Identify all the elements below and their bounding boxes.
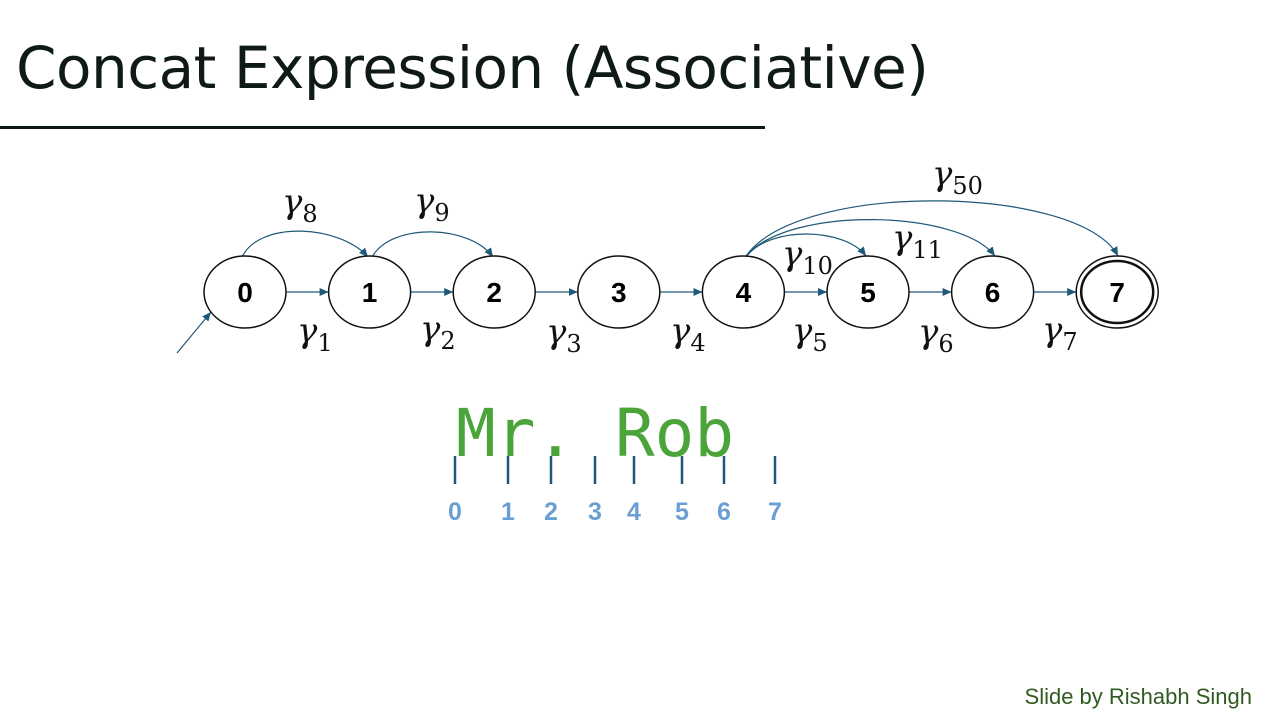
state-circle [826, 255, 910, 329]
state-label: 1 [362, 277, 378, 308]
state-3: 3 [577, 255, 661, 329]
edge-label-gamma-8: γ8 [282, 182, 318, 228]
slide-credit: Slide by Rishabh Singh [1024, 684, 1252, 709]
state-label: 0 [237, 277, 253, 308]
position-label-7: 7 [768, 498, 782, 526]
position-label-4: 4 [627, 498, 641, 526]
position-label-3: 3 [588, 498, 602, 526]
state-2: 2 [452, 255, 536, 329]
edge-label-gamma-2: γ2 [420, 309, 456, 355]
edge-label-gamma-9: γ9 [414, 181, 450, 227]
position-label-5: 5 [675, 498, 689, 526]
edge-label-gamma-50: γ50 [932, 154, 983, 200]
state-6: 6 [950, 255, 1035, 329]
position-label-6: 6 [717, 498, 731, 526]
edge-label-gamma-3: γ3 [546, 312, 582, 358]
state-4: 4 [701, 255, 786, 329]
state-7: 7 [1075, 255, 1159, 329]
edge-label-gamma-11: γ11 [892, 218, 943, 264]
edge-label-gamma-6: γ6 [918, 312, 954, 358]
accept-ring [1079, 259, 1155, 325]
edge-label-gamma-10: γ10 [782, 234, 833, 280]
state-label: 5 [860, 277, 876, 308]
state-circle [452, 255, 536, 329]
edge-label-gamma-4: γ4 [670, 311, 706, 357]
state-5: 5 [826, 255, 910, 329]
state-1: 1 [327, 255, 412, 329]
edge-label-gamma-5: γ5 [792, 311, 828, 357]
arc-edge-4-7 [745, 200, 1119, 257]
states-layer: 0 1 2 3 4 5 6 7 [203, 255, 1159, 329]
position-label-2: 2 [544, 498, 558, 526]
arc-edge-0-2 [241, 230, 369, 258]
state-circle [701, 255, 786, 329]
state-circle [577, 255, 661, 329]
state-label: 7 [1109, 277, 1125, 308]
start-arrow [176, 311, 212, 354]
position-label-1: 1 [501, 498, 515, 526]
title-underline [0, 126, 765, 129]
state-circle [327, 255, 412, 329]
position-label-0: 0 [448, 498, 462, 526]
state-label: 4 [736, 277, 752, 308]
arc-edge-4-6 [745, 219, 996, 257]
state-label: 2 [486, 277, 502, 308]
edge-labels-layer: γ1 γ2 γ3 γ4 γ5 γ6 γ7 γ8 γ9 γ10 γ11 γ50 [282, 154, 1078, 358]
state-label: 3 [611, 277, 627, 308]
state-circle [1075, 255, 1159, 329]
slide-title: Concat Expression (Associative) [16, 34, 929, 102]
state-0: 0 [203, 255, 287, 329]
edge-label-gamma-1: γ1 [297, 311, 333, 357]
state-label: 6 [985, 277, 1001, 308]
state-circle [950, 255, 1035, 329]
edges-layer [176, 200, 1119, 354]
edge-label-gamma-7: γ7 [1042, 310, 1078, 356]
arc-edge-1-2 [371, 231, 494, 258]
state-circle [203, 255, 287, 329]
arc-edge-4-5 [745, 233, 867, 258]
